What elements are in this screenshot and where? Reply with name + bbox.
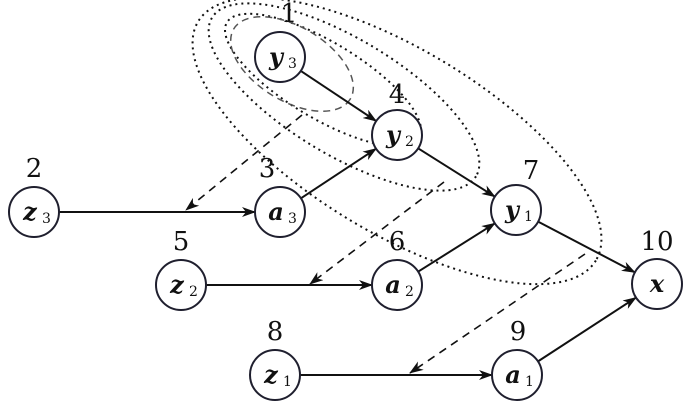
node-number: 2 — [26, 154, 43, 184]
node-circle — [155, 259, 207, 311]
node-label: a — [385, 270, 401, 299]
node-subscript: 1 — [283, 374, 292, 390]
node-subscript: 1 — [525, 374, 534, 390]
node-number: 7 — [523, 156, 540, 186]
node-subscript: 3 — [288, 56, 297, 72]
node-label: z — [22, 197, 38, 226]
node-subscript: 1 — [524, 209, 533, 225]
node-number: 6 — [389, 227, 406, 257]
node-circle — [8, 186, 60, 238]
node-label: z — [263, 360, 279, 389]
edge-y1-to-x — [537, 220, 636, 274]
node-subscript: 2 — [405, 284, 414, 300]
node-label: y — [504, 195, 521, 224]
node-label: y — [268, 42, 285, 71]
edge-a1-to-x — [537, 296, 637, 363]
node-label: x — [649, 269, 665, 298]
node-subscript: 2 — [189, 284, 198, 300]
node-circle — [490, 184, 542, 236]
node-number: 1 — [281, 0, 298, 29]
dashed-links — [185, 114, 586, 374]
node-circle — [254, 186, 306, 238]
node-circle — [491, 349, 543, 401]
node-circle — [371, 109, 423, 161]
node-number: 8 — [267, 317, 284, 347]
node-label: a — [505, 360, 521, 389]
node-number: 9 — [510, 317, 527, 347]
ellipse-outer — [191, 0, 603, 286]
node-circle — [631, 258, 683, 310]
node-label: a — [268, 197, 284, 226]
node-subscript: 3 — [288, 211, 297, 227]
dashed-link-1 — [185, 114, 303, 211]
ellipse-core — [229, 16, 355, 112]
node-circle — [371, 259, 423, 311]
ellipse-middle — [207, 2, 481, 192]
node-subscript: 3 — [42, 211, 51, 227]
node-number: 5 — [173, 227, 190, 257]
node-circle — [249, 349, 301, 401]
node-subscript: 2 — [405, 134, 414, 150]
dashed-link-2 — [309, 181, 445, 285]
edge-y2-to-y1 — [417, 147, 496, 198]
edge-a2-to-y1 — [417, 222, 496, 273]
edge-y3-to-y2 — [300, 70, 378, 122]
node-label: z — [169, 270, 185, 299]
node-label: y — [385, 120, 402, 149]
edge-a3-to-y2 — [300, 147, 377, 200]
dashed-link-3 — [409, 253, 586, 374]
node-x: x 10 — [631, 227, 683, 310]
node-number: 10 — [640, 227, 673, 257]
node-number: 3 — [259, 154, 276, 184]
edges — [59, 70, 637, 380]
node-number: 4 — [389, 80, 406, 110]
node-circle — [254, 31, 306, 83]
